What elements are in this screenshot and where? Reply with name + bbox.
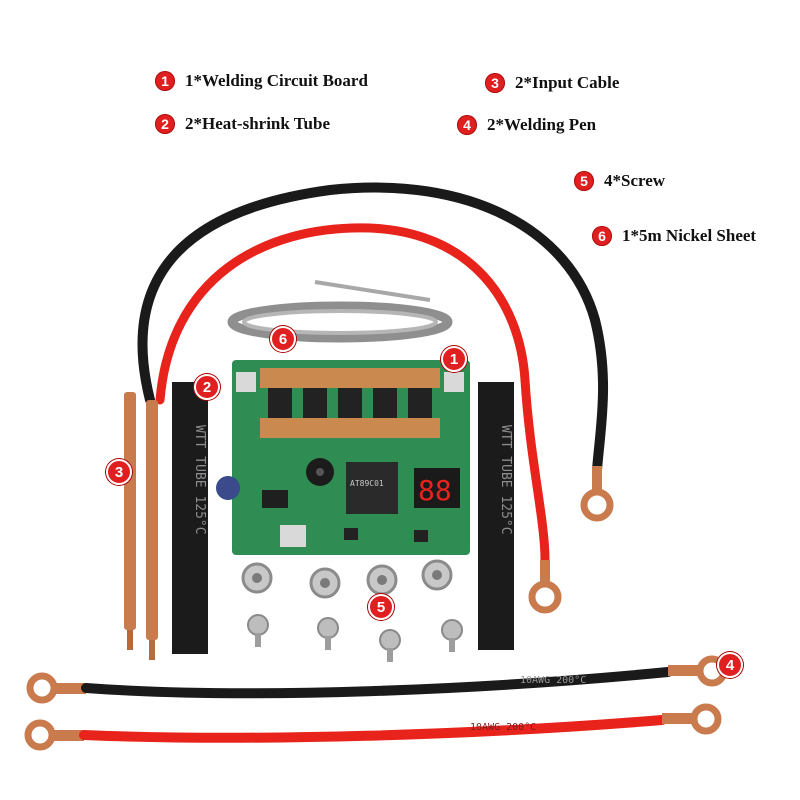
legend-badge-5: 5	[574, 171, 594, 191]
heat-shrink-tube-right: WTT TUBE 125°C	[478, 382, 514, 650]
legend-text-6: 1*5m Nickel Sheet	[622, 226, 757, 245]
legend-item-3: 3 2*Input Cable	[485, 73, 619, 93]
legend-item-6: 6 1*5m Nickel Sheet	[592, 226, 756, 246]
legend-text-5: 4*Screw	[604, 171, 666, 190]
nickel-sheet-end	[314, 280, 431, 302]
red-input-cable	[155, 223, 550, 565]
welding-circuit-board: AT89C01 88	[216, 360, 470, 555]
nickel-sheet-roll	[227, 301, 453, 343]
legend-badge-1: 1	[155, 71, 175, 91]
svg-text:WTT TUBE 125°C: WTT TUBE 125°C	[192, 425, 207, 535]
legend-text-3: 2*Input Cable	[515, 73, 620, 92]
legend-badge-2: 2	[155, 114, 175, 134]
screws	[247, 614, 463, 662]
callout-5: 5	[368, 594, 394, 620]
callout-3: 3	[106, 459, 132, 485]
black-cable-ferrule	[592, 466, 602, 492]
callout-1: 1	[441, 346, 467, 372]
legend-text-4: 2*Welding Pen	[487, 115, 597, 134]
legend-text-1: 1*Welding Circuit Board	[185, 71, 368, 90]
legend-badge-3: 3	[485, 73, 505, 93]
heat-shrink-tube-left: WTT TUBE 125°C	[172, 382, 208, 654]
svg-text:88: 88	[418, 474, 452, 507]
nuts	[241, 559, 453, 599]
legend-text-2: 2*Heat-shrink Tube	[185, 114, 331, 133]
svg-text:AT89C01: AT89C01	[350, 479, 384, 488]
black-cable-lug	[580, 488, 614, 522]
legend-badge-6: 6	[592, 226, 612, 246]
legend-item-1: 1 1*Welding Circuit Board	[155, 71, 368, 91]
callout-6: 6	[270, 326, 296, 352]
svg-text:10AWG 200°C: 10AWG 200°C	[520, 675, 586, 686]
legend-item-4: 4 2*Welding Pen	[457, 115, 596, 135]
red-cable-ferrule	[540, 560, 550, 586]
legend-item-5: 5 4*Screw	[574, 171, 665, 191]
black-input-cable	[137, 182, 609, 475]
svg-text:10AWG 200°C: 10AWG 200°C	[470, 722, 536, 733]
red-cable-lug	[528, 580, 562, 614]
black-bottom-cable: 10AWG 200°C	[26, 655, 728, 704]
callout-4: 4	[717, 652, 743, 678]
legend-badge-4: 4	[457, 115, 477, 135]
callout-2: 2	[194, 374, 220, 400]
welding-pens	[124, 392, 158, 660]
red-bottom-cable: 10AWG 200°C	[24, 703, 722, 751]
legend-item-2: 2 2*Heat-shrink Tube	[155, 114, 330, 134]
svg-text:WTT TUBE 125°C: WTT TUBE 125°C	[498, 425, 513, 535]
